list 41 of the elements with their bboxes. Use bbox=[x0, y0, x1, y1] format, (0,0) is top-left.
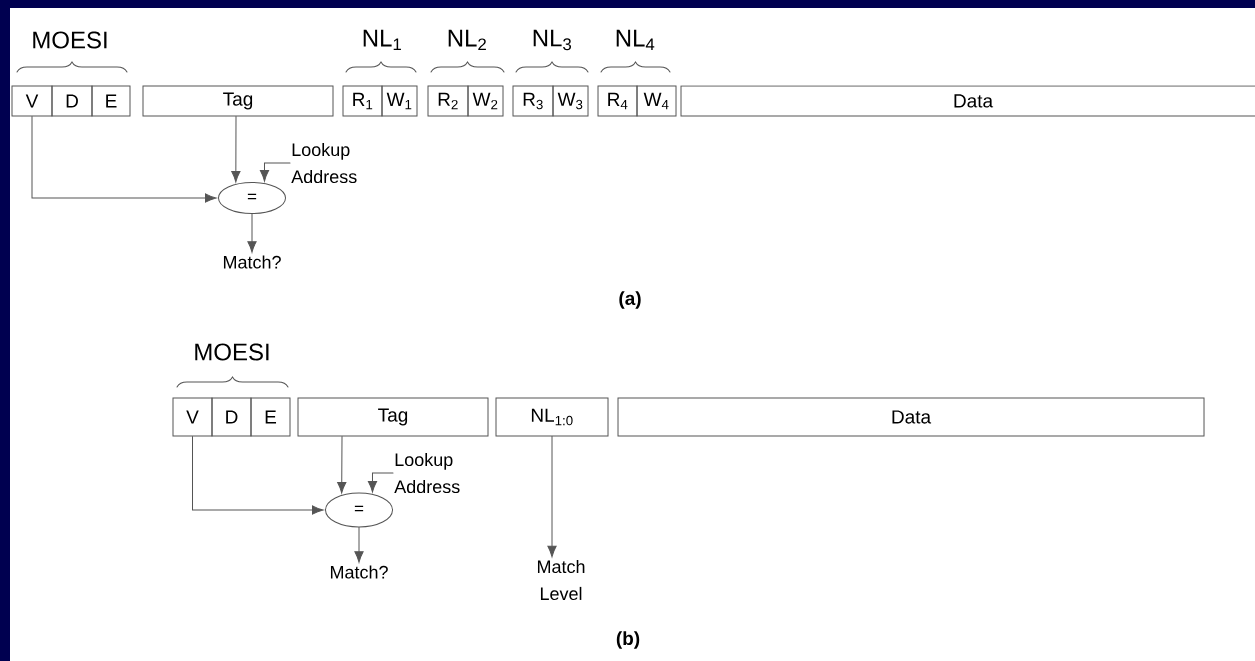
figure-caption: (a) bbox=[619, 291, 641, 309]
field-box: D bbox=[51, 85, 93, 117]
field-box: E bbox=[250, 397, 291, 437]
arrow bbox=[547, 436, 557, 558]
group-label: NL$_{4}$ bbox=[616, 29, 655, 51]
field-box: R$_{2}$ bbox=[427, 85, 469, 117]
field-box: V bbox=[172, 397, 213, 437]
field-box: R$_{4}$ bbox=[597, 85, 638, 117]
group-label: NL$_{2}$ bbox=[448, 29, 486, 51]
group-label: MOESI bbox=[195, 343, 269, 361]
group-label: NL$_{1}$ bbox=[363, 29, 401, 51]
group-label: NL$_{3}$ bbox=[533, 29, 572, 51]
output-label: Match? bbox=[330, 565, 388, 579]
arrow bbox=[231, 116, 241, 183]
field-box: E bbox=[91, 85, 131, 117]
field-box: NL$_{1:0}$ bbox=[495, 397, 609, 437]
field-box: Tag bbox=[297, 397, 489, 437]
output-label: Match? bbox=[223, 255, 281, 269]
arrow bbox=[31, 116, 217, 203]
field-box: Data bbox=[617, 397, 1205, 437]
output-label: Match Level bbox=[537, 559, 585, 601]
input-label: Lookup Address bbox=[291, 142, 357, 184]
arrow bbox=[247, 213, 257, 253]
field-box: W$_{4}$ bbox=[636, 85, 677, 117]
field-box: W$_{3}$ bbox=[552, 85, 589, 117]
field-box: R$_{3}$ bbox=[512, 85, 554, 117]
figure-caption: (b) bbox=[616, 631, 640, 649]
field-box: D bbox=[211, 397, 252, 437]
field-box: Data bbox=[680, 85, 1255, 117]
field-box: V bbox=[11, 85, 53, 117]
field-box: R$_{1}$ bbox=[342, 85, 383, 117]
field-box: Tag bbox=[142, 85, 334, 117]
arrow bbox=[367, 472, 394, 493]
arrow bbox=[337, 436, 347, 494]
arrow bbox=[354, 527, 364, 563]
input-label: Lookup Address bbox=[394, 452, 460, 494]
arrow bbox=[259, 162, 291, 182]
group-label: MOESI bbox=[33, 31, 107, 49]
field-box: W$_{2}$ bbox=[467, 85, 504, 117]
arrow bbox=[192, 436, 324, 515]
field-box: W$_{1}$ bbox=[381, 85, 418, 117]
